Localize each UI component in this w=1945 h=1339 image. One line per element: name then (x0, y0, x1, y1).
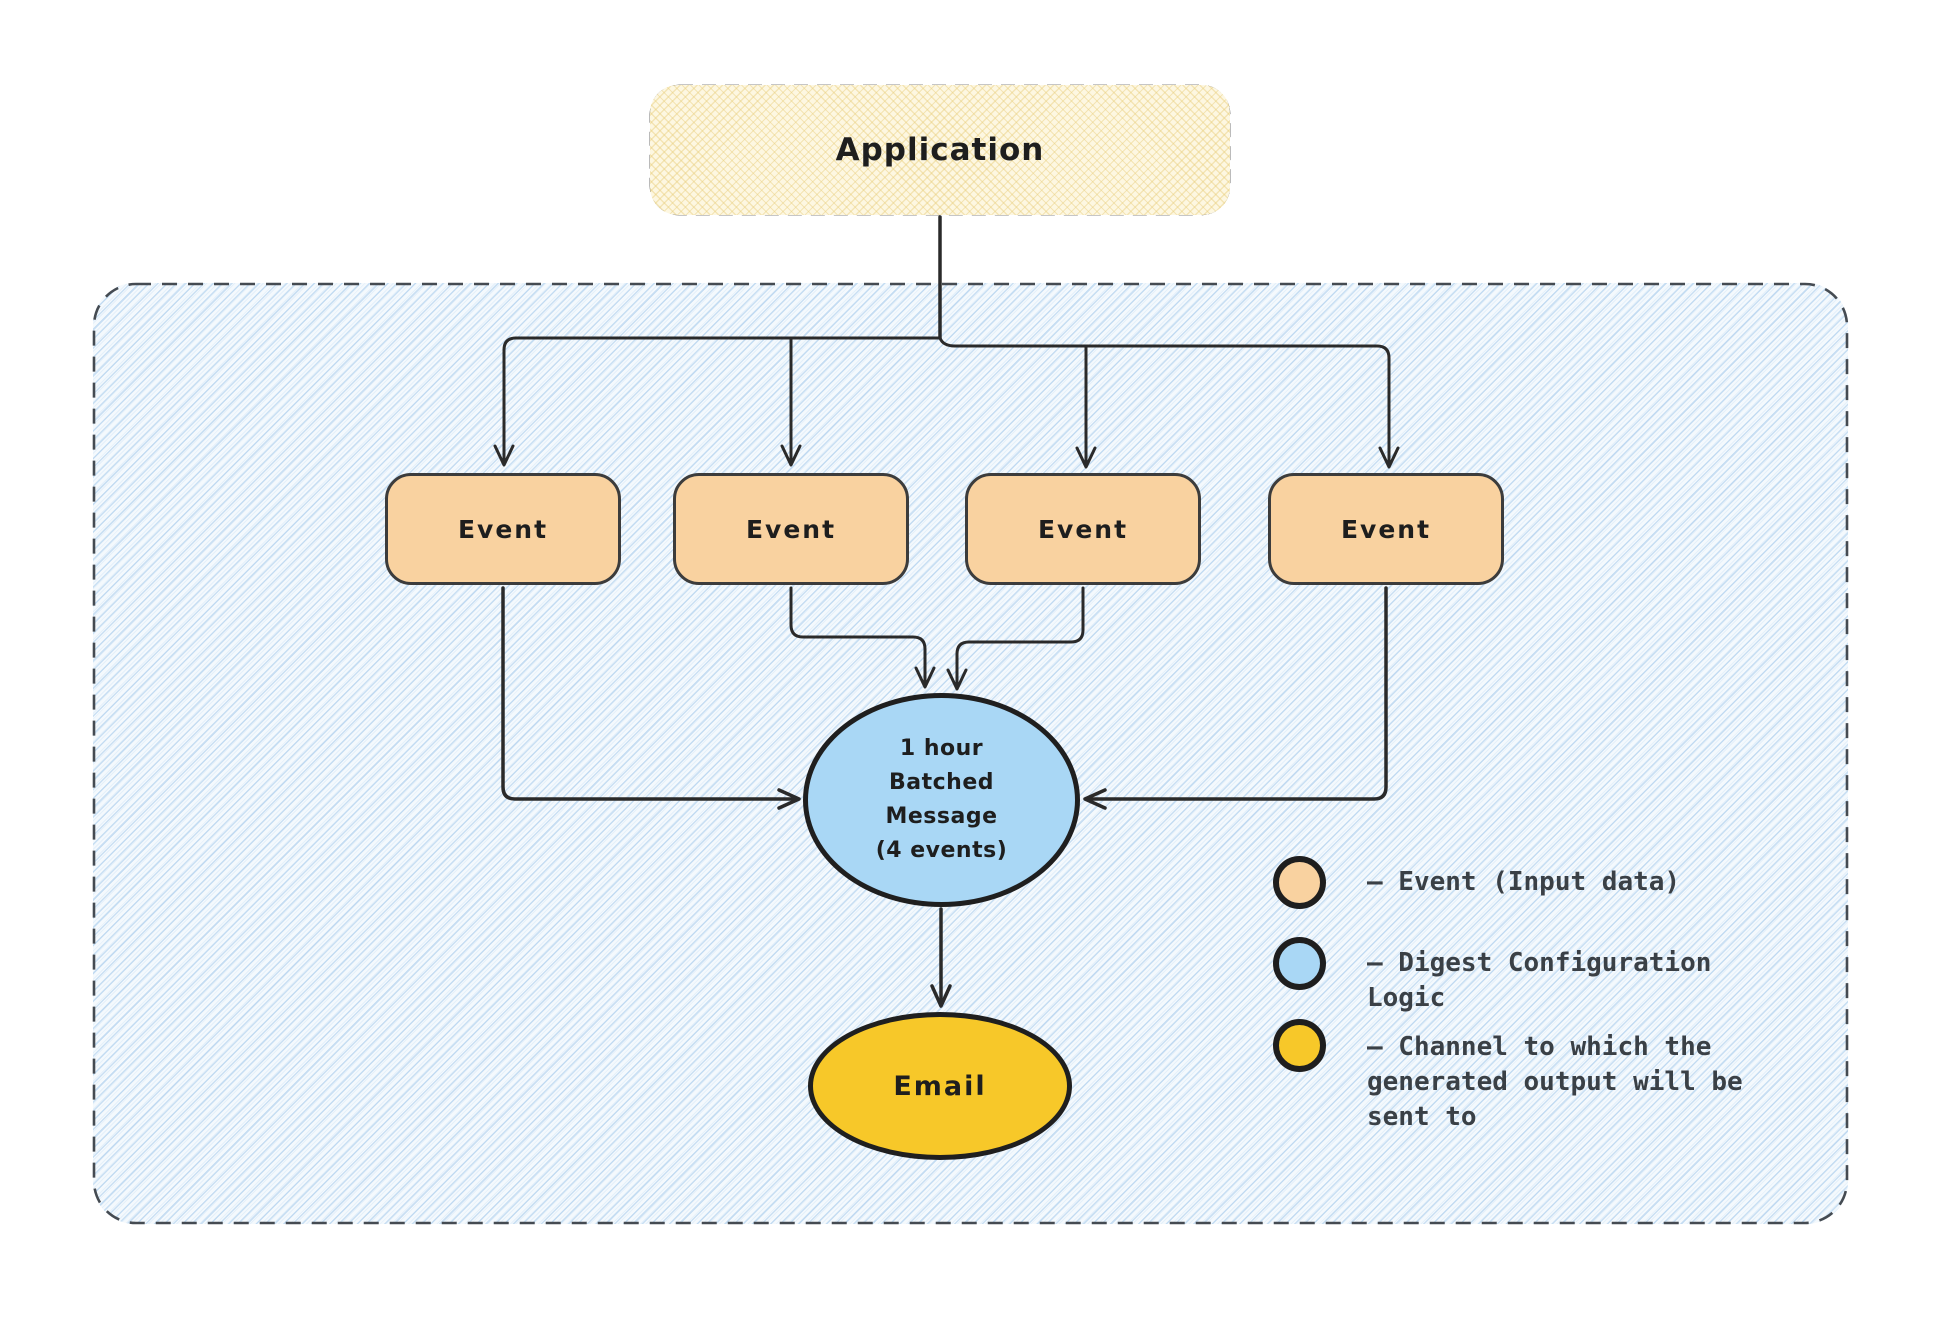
event-node-1: Event (385, 473, 621, 585)
digest-label-line: Message (885, 804, 998, 829)
digest-label-line: 1 hour (899, 736, 984, 761)
application-label: Application (835, 132, 1045, 168)
application-node: Application (650, 85, 1230, 215)
legend-swatch-event (1273, 856, 1326, 909)
email-ellipse-node: Email (808, 1012, 1072, 1160)
event-node-4: Event (1268, 473, 1504, 585)
event-node-2: Event (673, 473, 909, 585)
digest-label-line: Batched (888, 770, 994, 795)
event-label: Event (1340, 514, 1432, 544)
digest-label-line: (4 events) (875, 838, 1008, 863)
email-label: Email (893, 1070, 987, 1102)
legend-label-event: – Event (Input data) (1367, 867, 1681, 897)
event-node-3: Event (965, 473, 1201, 585)
event-label: Event (457, 514, 549, 544)
event-label: Event (1037, 514, 1129, 544)
event-label: Event (745, 514, 837, 544)
digest-ellipse-node: 1 hour Batched Message (4 events) (803, 693, 1080, 907)
legend-label-channel: – Channel to which the generated output … (1367, 1032, 1743, 1132)
legend-swatch-channel (1273, 1019, 1326, 1072)
legend-swatch-digest (1273, 937, 1326, 990)
legend-label-digest: – Digest Configuration Logic (1367, 948, 1712, 1013)
